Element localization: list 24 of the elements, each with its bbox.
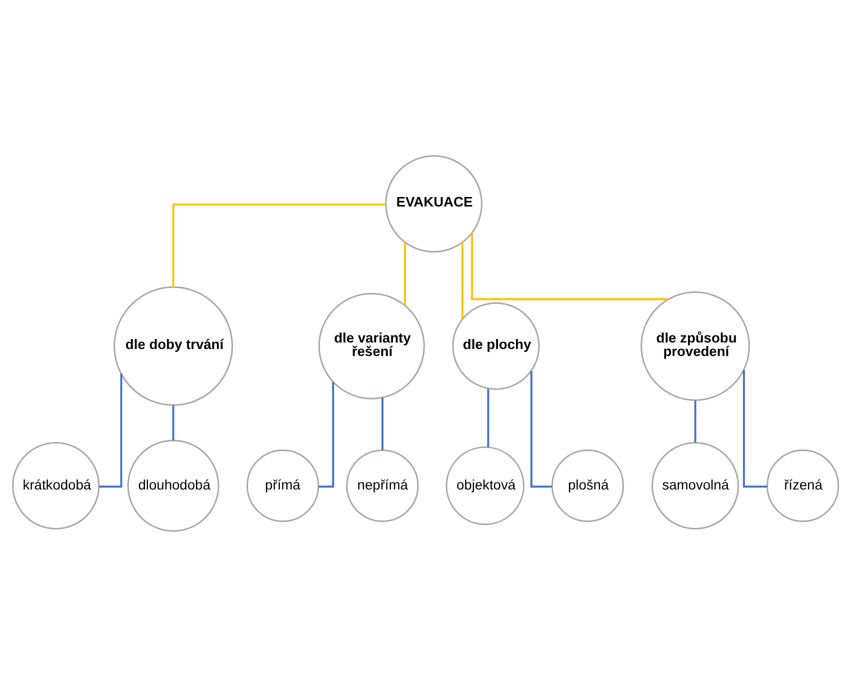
node-circle: dle doby trvání (114, 286, 233, 406)
node-circle: dle varianty řešení (318, 292, 425, 399)
connector (487, 388, 490, 447)
node-circle: objektová (446, 446, 524, 525)
node-circle: dle způsobu provedení (640, 290, 750, 400)
connector (172, 404, 174, 440)
node-circle: EVAKUACE (385, 154, 482, 252)
connector (742, 369, 768, 488)
node-circle: dlouhodobá (127, 439, 220, 532)
connector (381, 397, 384, 450)
connector (99, 373, 122, 488)
node-circle: přímá (246, 449, 320, 522)
node-circle: krátkodobá (12, 442, 100, 529)
connector (694, 400, 696, 442)
connector (404, 242, 406, 306)
node-circle: samovolná (652, 442, 740, 529)
connector (530, 370, 552, 488)
connector (172, 202, 386, 287)
node-circle: nepřímá (346, 449, 419, 522)
node-circle: řízená (766, 449, 840, 522)
node-circle: dle plochy (452, 302, 540, 390)
node-circle: plošná (551, 449, 624, 522)
connector (461, 242, 464, 318)
connector (471, 232, 668, 300)
